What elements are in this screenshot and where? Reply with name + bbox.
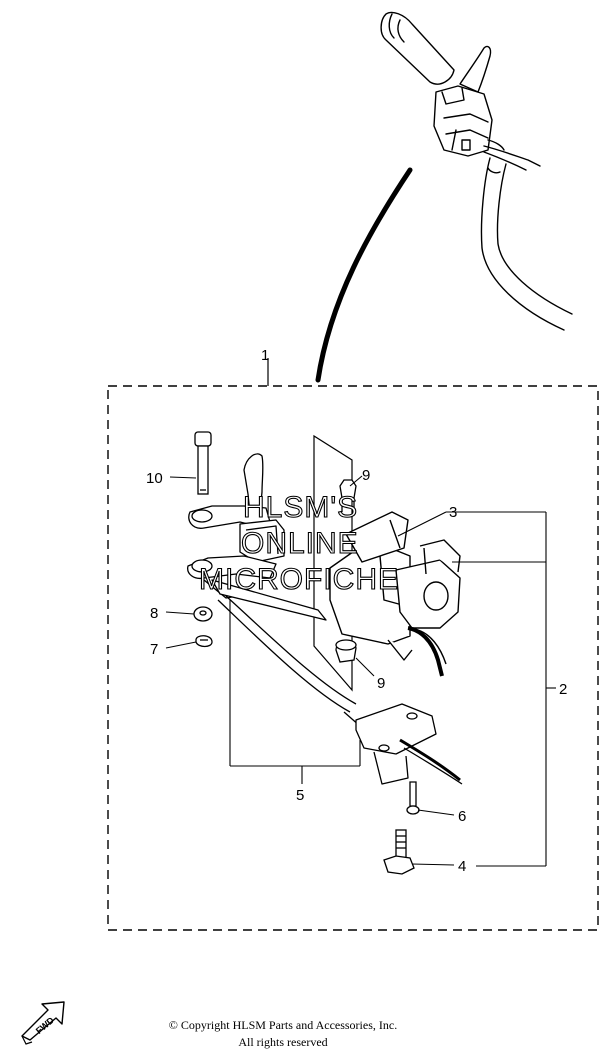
clip-7 (195, 635, 213, 648)
callout-2: 2 (559, 681, 567, 698)
bolt-4 (383, 829, 415, 875)
leader-lines (165, 475, 556, 867)
callout-3: 3 (449, 504, 457, 521)
callout-10: 10 (146, 470, 163, 487)
watermark: HLSM'S ONLINE MICROFICHE (198, 490, 399, 596)
copyright-line-1: © Copyright HLSM Parts and Accessories, … (168, 1018, 398, 1032)
callout-8: 8 (150, 605, 158, 622)
callout-9-top: 9 (362, 467, 370, 484)
lever-assembly (187, 453, 327, 621)
assembly-boundary-box (107, 385, 599, 931)
switch-body (329, 511, 461, 677)
callout-7: 7 (150, 641, 158, 658)
callout-6: 6 (458, 808, 466, 825)
pivot-pin (194, 431, 212, 495)
screw-6 (406, 781, 420, 815)
callout-9-bottom: 9 (377, 675, 385, 692)
washer-8 (193, 606, 213, 622)
callout-5: 5 (296, 787, 304, 804)
callout-1: 1 (261, 347, 269, 364)
throttle-cable (315, 167, 413, 383)
watermark-line-3: MICROFICHE (199, 563, 399, 596)
watermark-line-1: HLSM'S (243, 491, 358, 524)
copyright-line-2: All rights reserved (238, 1035, 328, 1049)
callout-4: 4 (458, 858, 466, 875)
cable-bracket (217, 595, 463, 785)
watermark-line-2: ONLINE (241, 527, 359, 560)
screw-9-bottom (335, 639, 357, 663)
handlebar-assembly (380, 11, 573, 331)
